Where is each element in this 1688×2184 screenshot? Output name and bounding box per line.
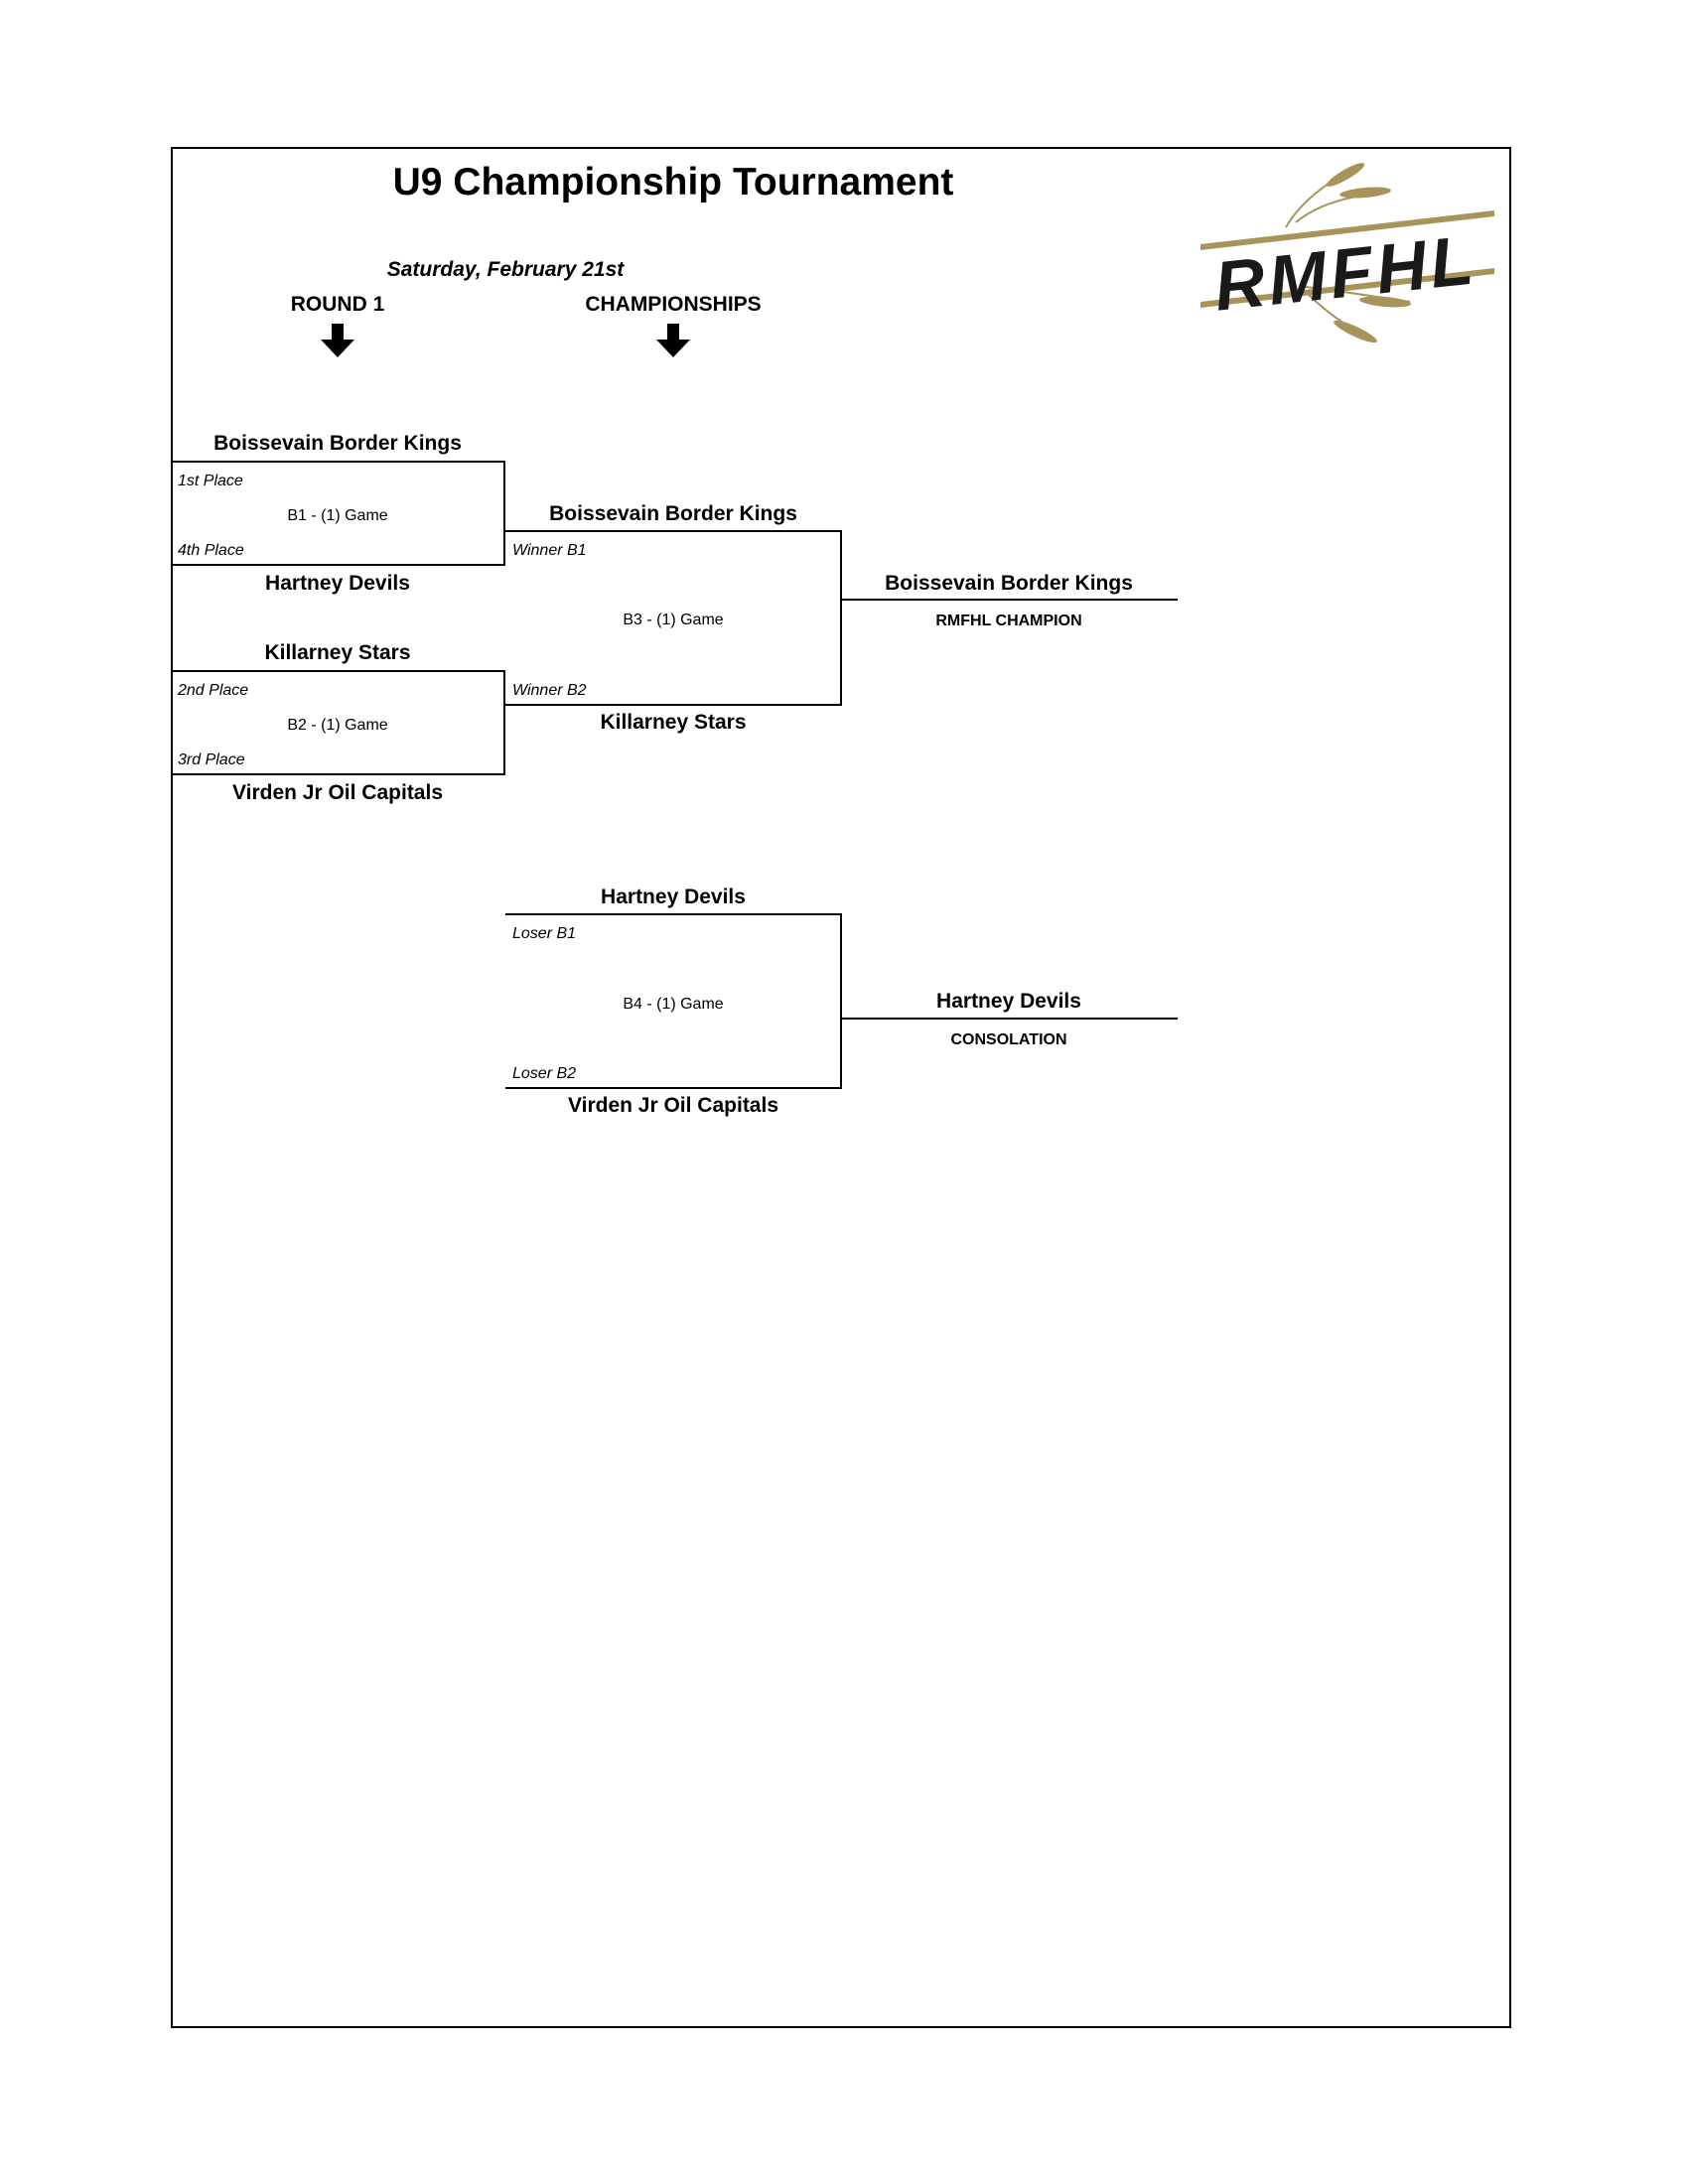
b1-game: B1 - (1) Game (287, 507, 388, 524)
b4-top-team: Hartney Devils (601, 886, 746, 908)
b1-bracket (171, 461, 505, 566)
b1-bottom-seed: 4th Place (178, 542, 244, 559)
championships-heading: CHAMPIONSHIPS (585, 293, 762, 316)
b2-bottom-seed: 3rd Place (178, 751, 245, 768)
b3-top-team: Boissevain Border Kings (549, 502, 797, 525)
b4-top-slot: Loser B1 (512, 925, 577, 942)
b2-game: B2 - (1) Game (287, 717, 388, 734)
page-frame (171, 147, 1511, 2028)
b3-bottom-slot: Winner B2 (512, 682, 587, 699)
svg-text:RMFHL: RMFHL (1210, 220, 1480, 325)
b2-top-seed: 2nd Place (178, 682, 249, 699)
b1-top-seed: 1st Place (178, 473, 243, 489)
b4-bracket (505, 913, 842, 1089)
b4-bottom-team: Virden Jr Oil Capitals (567, 1094, 779, 1117)
b4-game: B4 - (1) Game (623, 996, 724, 1013)
consolation-team: Hartney Devils (936, 990, 1081, 1013)
b2-bottom-team: Virden Jr Oil Capitals (231, 781, 444, 804)
consolation-line (841, 1018, 1178, 1020)
b4-bottom-slot: Loser B2 (512, 1065, 577, 1082)
event-date: Saturday, February 21st (386, 258, 625, 281)
b3-top-slot: Winner B1 (512, 542, 587, 559)
champion-team: Boissevain Border Kings (885, 572, 1133, 595)
b1-top-team: Boissevain Border Kings (213, 432, 462, 455)
b1-bottom-team: Hartney Devils (265, 572, 410, 595)
champion-line (841, 599, 1178, 601)
b2-bracket (171, 670, 505, 775)
b3-game: B3 - (1) Game (623, 612, 724, 628)
consolation-label: CONSOLATION (950, 1031, 1067, 1048)
b2-top-team: Killarney Stars (264, 641, 411, 664)
round1-heading: ROUND 1 (290, 293, 385, 316)
page-title: U9 Championship Tournament (392, 161, 954, 204)
rmfhl-logo: RMFHL (1200, 163, 1494, 343)
b3-bracket (505, 530, 842, 706)
champion-label: RMFHL CHAMPION (935, 613, 1082, 629)
arrow-down-icon (321, 324, 354, 357)
b3-bottom-team: Killarney Stars (600, 711, 747, 734)
arrow-down-icon (656, 324, 690, 357)
